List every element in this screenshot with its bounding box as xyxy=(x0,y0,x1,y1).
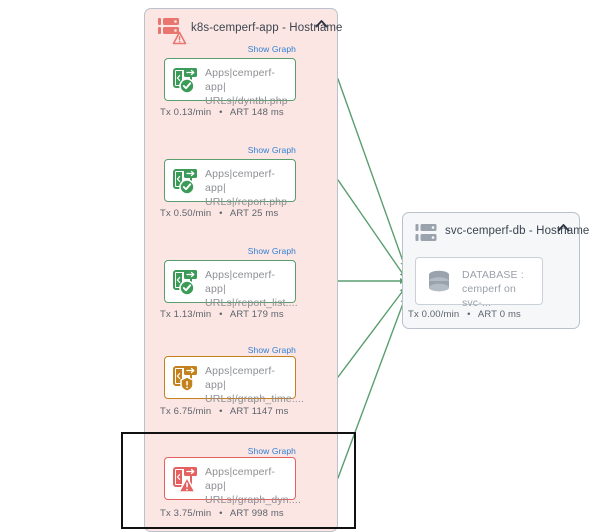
node-metrics-graph-time: Tx 6.75/min • ART 1147 ms xyxy=(160,406,289,417)
component-node-graph-dyn[interactable]: Apps|cemperf-app| URLs|/graph_dyn.... xyxy=(164,457,301,506)
metric-art: ART 148 ms xyxy=(229,107,284,118)
web-url-healthy-icon xyxy=(173,270,197,296)
node-metrics-report-list: Tx 1.13/min • ART 179 ms xyxy=(160,309,284,320)
node-metrics-dyntbl: Tx 0.13/min • ART 148 ms xyxy=(160,107,284,118)
component-node-label: Apps|cemperf-app| URLs|/report_list.... xyxy=(205,269,298,309)
show-graph-link-0[interactable]: Show Graph xyxy=(247,44,296,54)
host-header-db: svc-cemperf-db - Hostname xyxy=(403,213,589,249)
metric-tx: Tx 6.75/min xyxy=(160,406,212,417)
component-node-dyntbl[interactable]: Apps|cemperf-app| URLs|/dyntbl.php xyxy=(164,58,296,107)
component-node-label: DATABASE : cemperf on svc-... xyxy=(462,269,524,309)
component-node-report-list[interactable]: Apps|cemperf-app| URLs|/report_list.... xyxy=(164,260,298,309)
metric-separator: • xyxy=(219,208,223,219)
metric-tx: Tx 3.75/min xyxy=(160,508,212,519)
web-url-error-icon xyxy=(173,467,197,493)
web-url-warning-icon xyxy=(173,366,197,392)
component-node-graph-time[interactable]: Apps|cemperf-app| URLs|/graph_time.... xyxy=(164,356,304,405)
chevron-up-icon[interactable] xyxy=(557,223,570,232)
metric-separator: • xyxy=(219,508,223,519)
node-metrics-database: Tx 0.00/min • ART 0 ms xyxy=(408,309,521,320)
host-title-db: svc-cemperf-db - Hostname xyxy=(445,225,590,237)
metric-art: ART 998 ms xyxy=(229,508,284,519)
component-node-database[interactable]: DATABASE : cemperf on svc-... xyxy=(415,257,543,309)
web-url-healthy-icon xyxy=(173,169,197,195)
component-node-report[interactable]: Apps|cemperf-app| URLs|/report.php xyxy=(164,159,296,208)
database-icon xyxy=(429,270,449,292)
node-metrics-graph-dyn: Tx 3.75/min • ART 998 ms xyxy=(160,508,284,519)
metric-tx: Tx 0.50/min xyxy=(160,208,212,219)
component-node-label: Apps|cemperf-app| URLs|/graph_dyn.... xyxy=(205,466,302,506)
host-title-app: k8s-cemperf-app - Hostname xyxy=(191,22,343,34)
chevron-up-icon[interactable] xyxy=(315,19,328,28)
metric-tx: Tx 0.00/min xyxy=(408,309,460,320)
server-icon xyxy=(415,224,437,241)
component-node-label: Apps|cemperf-app| URLs|/report.php xyxy=(205,168,288,208)
host-header-app: k8s-cemperf-app - Hostname xyxy=(145,9,342,45)
node-metrics-report: Tx 0.50/min • ART 25 ms xyxy=(160,208,278,219)
metric-separator: • xyxy=(467,309,471,320)
show-graph-link-3[interactable]: Show Graph xyxy=(247,345,296,355)
component-node-label: Apps|cemperf-app| URLs|/graph_time.... xyxy=(205,365,305,405)
metric-tx: Tx 1.13/min xyxy=(160,309,212,320)
web-url-healthy-icon xyxy=(173,68,197,94)
metric-art: ART 25 ms xyxy=(229,208,279,219)
metric-art: ART 0 ms xyxy=(477,309,521,320)
metric-separator: • xyxy=(219,406,223,417)
server-warning-icon xyxy=(158,18,187,45)
metric-art: ART 179 ms xyxy=(229,309,284,320)
metric-separator: • xyxy=(219,107,223,118)
show-graph-link-1[interactable]: Show Graph xyxy=(247,145,296,155)
metric-tx: Tx 0.13/min xyxy=(160,107,212,118)
metric-separator: • xyxy=(219,309,223,320)
component-node-label: Apps|cemperf-app| URLs|/dyntbl.php xyxy=(205,67,288,107)
show-graph-link-4[interactable]: Show Graph xyxy=(247,446,296,456)
show-graph-link-2[interactable]: Show Graph xyxy=(247,246,296,256)
metric-art: ART 1147 ms xyxy=(229,406,289,417)
